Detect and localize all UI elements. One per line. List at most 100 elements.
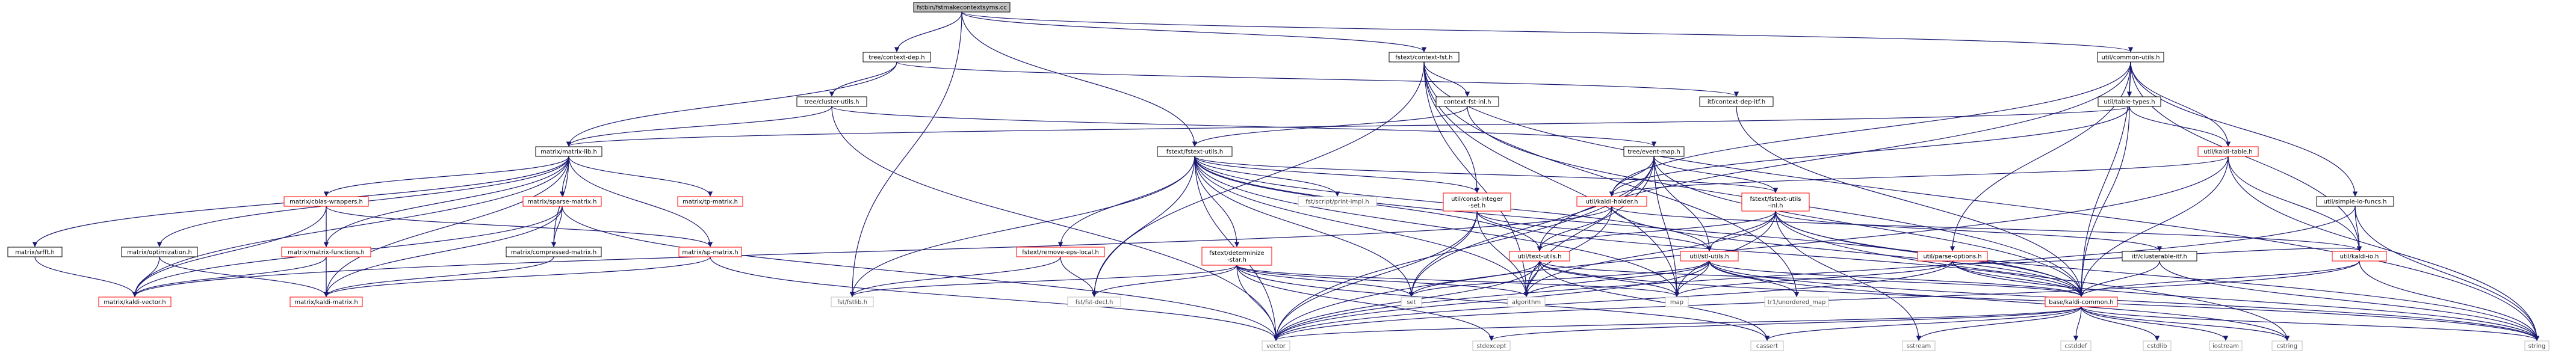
edge-ustl-to-sstr bbox=[1709, 260, 2540, 341]
node-util-kaldi-io-h[interactable]: util/kaldi-io.h bbox=[2332, 251, 2387, 262]
edge-fdet-to-svec bbox=[1236, 265, 1279, 341]
edge-utu-to-sstr bbox=[1539, 260, 2540, 341]
edge-ffui-to-utu bbox=[1537, 210, 1776, 251]
node-box bbox=[1435, 96, 1499, 107]
node-label: matrix/sp-matrix.h bbox=[682, 250, 738, 256]
node-context-fst-inl-h[interactable]: context-fst-inl.h bbox=[1435, 96, 1499, 107]
edge-mml-to-mkm bbox=[323, 156, 569, 297]
edge-msm-to-mkm bbox=[323, 206, 563, 297]
node-box bbox=[1764, 296, 1829, 307]
node-label: itf/context-dep-itf.h bbox=[1708, 99, 1765, 106]
node-fstext-context-fst-h[interactable]: fstext/context-fst.h bbox=[1389, 52, 1460, 63]
node-util-table-types-h[interactable]: util/table-types.h bbox=[2098, 96, 2161, 107]
node-matrix-sparse-matrix-h[interactable]: matrix/sparse-matrix.h bbox=[522, 196, 602, 207]
edge-tem-to-smap bbox=[1653, 156, 1680, 297]
node-label: vector bbox=[1266, 343, 1286, 350]
edge-mbw-to-mkv bbox=[132, 206, 327, 297]
node-label: matrix/matrix-functions.h bbox=[288, 250, 365, 256]
node-fstext-remove-eps-local-h[interactable]: fstext/remove-eps-local.h bbox=[1016, 247, 1105, 257]
node-fstext-determinize-star-h[interactable]: fstext/determinize-star.h bbox=[1201, 247, 1272, 266]
node-util-kaldi-table-h[interactable]: util/kaldi-table.h bbox=[2197, 146, 2259, 157]
edge-ustl-to-scst bbox=[1709, 260, 2290, 341]
node-box bbox=[7, 247, 63, 257]
node-util-common-utils-h[interactable]: util/common-utils.h bbox=[2097, 52, 2164, 63]
node-box bbox=[678, 247, 742, 257]
edge-tem-to-svec bbox=[1273, 156, 1655, 341]
node-set: set bbox=[1401, 296, 1422, 307]
edge-bkc-to-scas bbox=[1764, 306, 2082, 341]
edge-ffu-to-fpi bbox=[1194, 156, 1340, 197]
edge-utt-to-bkc bbox=[2078, 106, 2130, 297]
node-algorithm: algorithm bbox=[1507, 296, 1546, 307]
node-fstext-fstext-utils-inl-h[interactable]: fstext/fstext-utils-inl.h bbox=[1741, 192, 1810, 212]
node-matrix-sp-matrix-h[interactable]: matrix/sp-matrix.h bbox=[678, 247, 742, 257]
node-label: tree/cluster-utils.h bbox=[804, 99, 859, 106]
edge-uci-to-svec bbox=[1273, 210, 1478, 341]
node-box bbox=[2060, 340, 2091, 351]
node-box bbox=[2524, 340, 2550, 351]
node-label: tr1/unordered_map bbox=[1768, 299, 1826, 306]
edge-icl-to-bkc bbox=[2078, 260, 2160, 297]
edge-mml-to-msp bbox=[568, 156, 713, 247]
node-tree-cluster-utils-h[interactable]: tree/cluster-utils.h bbox=[796, 96, 867, 107]
edge-fdet-to-ffd bbox=[1091, 265, 1237, 297]
edge-root-to-fcf bbox=[961, 11, 1427, 52]
node-box bbox=[535, 146, 602, 157]
edge-msp-to-mkm bbox=[323, 256, 711, 297]
node-matrix-matrix-lib-h[interactable]: matrix/matrix-lib.h bbox=[535, 146, 602, 157]
node-label: base/kaldi-common.h bbox=[2049, 299, 2114, 306]
node-util-kaldi-holder-h[interactable]: util/kaldi-holder.h bbox=[1576, 196, 1647, 207]
node-matrix-cblas-wrappers-h[interactable]: matrix/cblas-wrappers.h bbox=[283, 196, 369, 207]
edge-tem-to-bkc bbox=[1653, 156, 2084, 297]
node-util-parse-options-h[interactable]: util/parse-options.h bbox=[1917, 251, 1988, 262]
node-tree-context-dep-h[interactable]: tree/context-dep.h bbox=[862, 52, 931, 63]
node-label: fstext/fstext-utils bbox=[1750, 196, 1801, 203]
node-fst-fstlib-h: fst/fstlib.h bbox=[831, 296, 874, 307]
node-tree-event-map-h[interactable]: tree/event-map.h bbox=[1623, 146, 1685, 157]
node-util-text-utils-h[interactable]: util/text-utils.h bbox=[1509, 251, 1570, 262]
edge-ustl-to-svec bbox=[1273, 260, 1710, 341]
node-util-const-integer-set-h[interactable]: util/const-integer-set.h bbox=[1443, 192, 1511, 212]
node-box bbox=[1509, 251, 1570, 262]
edge-ffu-to-smap bbox=[1194, 156, 1680, 297]
edge-ukt-to-svec bbox=[1273, 156, 2229, 341]
edge-bkc-to-scst bbox=[2081, 306, 2290, 341]
edge-tcd-to-cditf bbox=[896, 61, 1739, 97]
node-label: matrix/tp-matrix.h bbox=[683, 199, 738, 206]
edge-ffu-to-ffs bbox=[849, 156, 1195, 297]
node-label: matrix/kaldi-vector.h bbox=[104, 299, 166, 306]
node-box bbox=[1016, 247, 1105, 257]
node-matrix-optimization-h[interactable]: matrix/optimization.h bbox=[121, 247, 198, 257]
edge-uci-to-ustl bbox=[1476, 210, 1712, 251]
edge-ucu-to-utu bbox=[1537, 61, 2131, 251]
edge-fdet-to-scas bbox=[1236, 265, 1770, 341]
node-box bbox=[2332, 251, 2387, 262]
node-box bbox=[2209, 340, 2243, 351]
node-box bbox=[522, 196, 602, 207]
node-base-kaldi-common-h[interactable]: base/kaldi-common.h bbox=[2045, 296, 2118, 307]
node-label: util/parse-options.h bbox=[1923, 254, 1981, 260]
edge-uki-to-bkc bbox=[2078, 260, 2360, 297]
node-util-stl-utils-h[interactable]: util/stl-utils.h bbox=[1680, 251, 1739, 262]
node-itf-context-dep-itf-h[interactable]: itf/context-dep-itf.h bbox=[1699, 96, 1774, 107]
node-matrix-kaldi-matrix-h[interactable]: matrix/kaldi-matrix.h bbox=[289, 296, 363, 307]
edge-tcu-to-svec bbox=[831, 106, 1279, 341]
node-itf-clusterable-itf-h[interactable]: itf/clusterable-itf.h bbox=[2122, 251, 2197, 262]
node-fstext-fstext-utils-h[interactable]: fstext/fstext-utils.h bbox=[1157, 146, 1233, 157]
node-fstbin-fstmakecontextsyms-cc: fstbin/fstmakecontextsyms.cc bbox=[913, 2, 1011, 13]
node-matrix-tp-matrix-h[interactable]: matrix/tp-matrix.h bbox=[677, 196, 743, 207]
edge-tcd-to-mml bbox=[566, 61, 897, 147]
edge-fdet-to-ffs bbox=[849, 265, 1237, 297]
edge-ffui-to-scst bbox=[1775, 210, 2290, 341]
edge-tem-to-ffui bbox=[1653, 156, 1779, 193]
node-label: iostream bbox=[2212, 343, 2239, 350]
edge-usi-to-sstr bbox=[2355, 206, 2540, 341]
node-matrix-srfft-h[interactable]: matrix/srfft.h bbox=[7, 247, 63, 257]
node-matrix-matrix-functions-h[interactable]: matrix/matrix-functions.h bbox=[281, 247, 371, 257]
node-matrix-compressed-matrix-h[interactable]: matrix/compressed-matrix.h bbox=[506, 247, 602, 257]
edge-bkc-to-scsl bbox=[2081, 306, 2160, 341]
edge-uki-to-sstr bbox=[2359, 260, 2540, 341]
node-matrix-kaldi-vector-h[interactable]: matrix/kaldi-vector.h bbox=[98, 296, 172, 307]
edge-msm-to-svec bbox=[562, 206, 1279, 341]
node-util-simple-io-funcs-h[interactable]: util/simple-io-funcs.h bbox=[2316, 196, 2394, 207]
